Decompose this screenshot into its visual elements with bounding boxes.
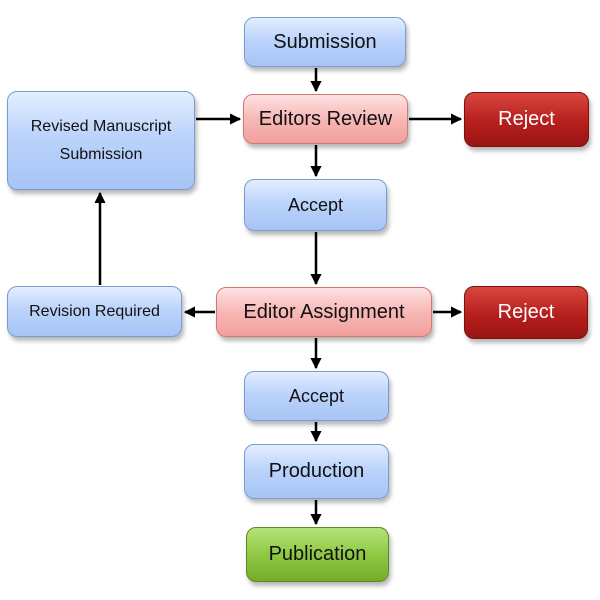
submission-node: Submission <box>244 17 406 67</box>
editors-review-label: Editors Review <box>258 107 393 130</box>
accept-label-second: Accept <box>288 385 345 406</box>
production-label: Production <box>268 460 365 482</box>
production-node: Production <box>244 444 389 499</box>
editor-assignment-node: Editor Assignment <box>216 287 432 337</box>
editors-review-node: Editors Review <box>243 94 408 144</box>
revised-manuscript-line-1: Revised Manuscript <box>30 117 172 135</box>
publication-node: Publication <box>246 527 389 582</box>
accept-node-second: Accept <box>244 371 389 421</box>
reject-label-bottom: Reject <box>497 301 555 323</box>
revised-manuscript-label: Revised Manuscript Submission <box>31 113 172 169</box>
reject-node-bottom: Reject <box>464 286 588 339</box>
revised-manuscript-line-2: Submission <box>59 145 143 163</box>
revised-manuscript-submission-node: Revised Manuscript Submission <box>7 91 195 190</box>
accept-label-first: Accept <box>287 194 344 215</box>
revision-required-label: Revision Required <box>29 302 160 320</box>
revision-required-node: Revision Required <box>7 286 182 337</box>
editor-assignment-label: Editor Assignment <box>243 300 405 323</box>
accept-node-first: Accept <box>244 179 387 231</box>
publication-label: Publication <box>268 543 367 565</box>
reject-node-top: Reject <box>464 92 589 147</box>
reject-label-top: Reject <box>498 108 555 130</box>
submission-label: Submission <box>273 30 377 53</box>
